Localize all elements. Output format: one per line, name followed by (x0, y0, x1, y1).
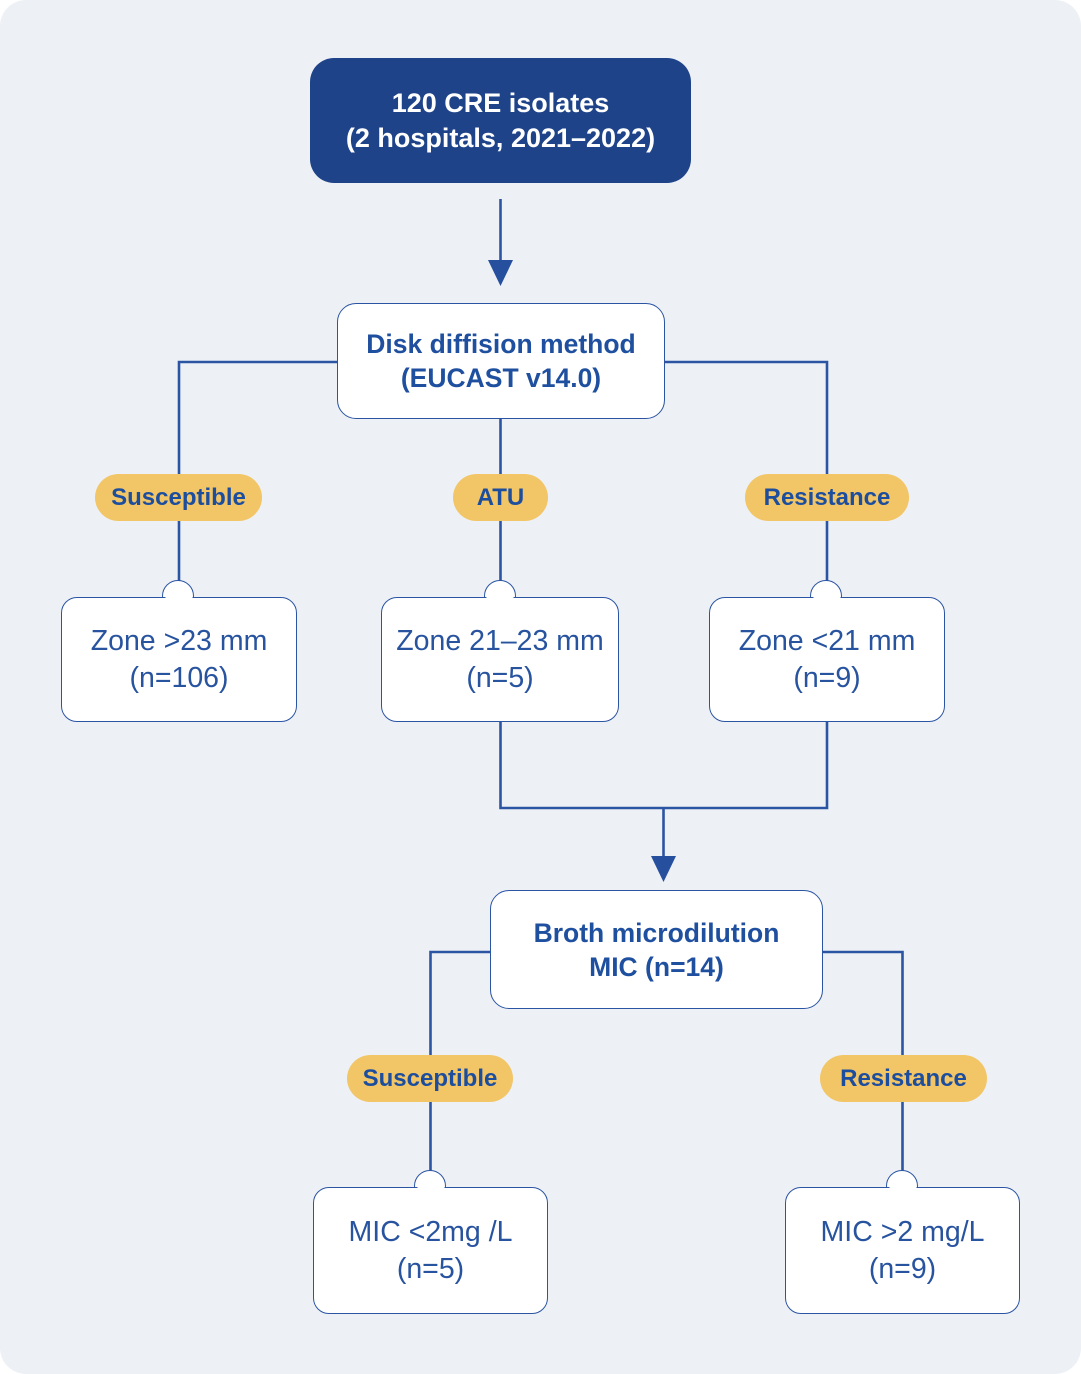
node-mic-resistance-line1: MIC >2 mg/L (820, 1215, 985, 1248)
pill-dd-atu: ATU (453, 474, 548, 521)
node-disk-diffusion-line2: (EUCAST v14.0) (400, 363, 602, 393)
pill-dd-resistance: Resistance (745, 474, 909, 521)
node-mic-resistance: MIC >2 mg/L (n=9) (785, 1187, 1020, 1314)
pill-mic-resistance: Resistance (820, 1055, 987, 1102)
node-mic-susceptible-line1: MIC <2mg /L (348, 1215, 513, 1248)
connector-disk-to-susceptible (177, 360, 337, 582)
pill-dd-susceptible: Susceptible (95, 474, 262, 521)
node-broth-microdilution: Broth microdilution MIC (n=14) (490, 890, 823, 1009)
pill-dd-resistance-label: Resistance (763, 483, 891, 511)
pill-mic-resistance-label: Resistance (840, 1064, 967, 1092)
connector-disk-to-resistance (665, 360, 829, 582)
pill-mic-susceptible-label: Susceptible (362, 1064, 498, 1092)
node-zone-susceptible-line1: Zone >23 mm (90, 624, 268, 657)
pill-dd-susceptible-label: Susceptible (111, 483, 246, 511)
node-zone-resistance: Zone <21 mm (n=9) (709, 597, 945, 722)
node-broth-microdilution-line2: MIC (n=14) (589, 951, 724, 982)
node-broth-microdilution-line1: Broth microdilution (533, 917, 780, 948)
node-disk-diffusion: Disk diffision method (EUCAST v14.0) (337, 303, 665, 419)
connector-zone-merge (499, 722, 829, 810)
node-zone-atu-line2: (n=5) (466, 661, 534, 694)
node-mic-resistance-line2: (n=9) (868, 1252, 937, 1285)
node-zone-susceptible: Zone >23 mm (n=106) (61, 597, 297, 722)
arrow-down-icon (651, 856, 676, 882)
node-cre-isolates-line2: (2 hospitals, 2021–2022) (345, 122, 656, 153)
pill-mic-susceptible: Susceptible (347, 1055, 513, 1102)
node-cre-isolates: 120 CRE isolates (2 hospitals, 2021–2022… (310, 58, 691, 183)
node-zone-resistance-line2: (n=9) (793, 661, 861, 694)
node-zone-atu-line1: Zone 21–23 mm (396, 624, 604, 657)
node-cre-isolates-line1: 120 CRE isolates (391, 87, 610, 118)
node-mic-susceptible: MIC <2mg /L (n=5) (313, 1187, 548, 1314)
node-zone-susceptible-line2: (n=106) (129, 661, 229, 694)
node-zone-resistance-line1: Zone <21 mm (738, 624, 916, 657)
pill-dd-atu-label: ATU (476, 483, 525, 511)
node-mic-susceptible-line2: (n=5) (396, 1252, 465, 1285)
arrow-down-icon (488, 260, 513, 286)
node-disk-diffusion-line1: Disk diffision method (366, 329, 636, 359)
node-zone-atu: Zone 21–23 mm (n=5) (381, 597, 619, 722)
